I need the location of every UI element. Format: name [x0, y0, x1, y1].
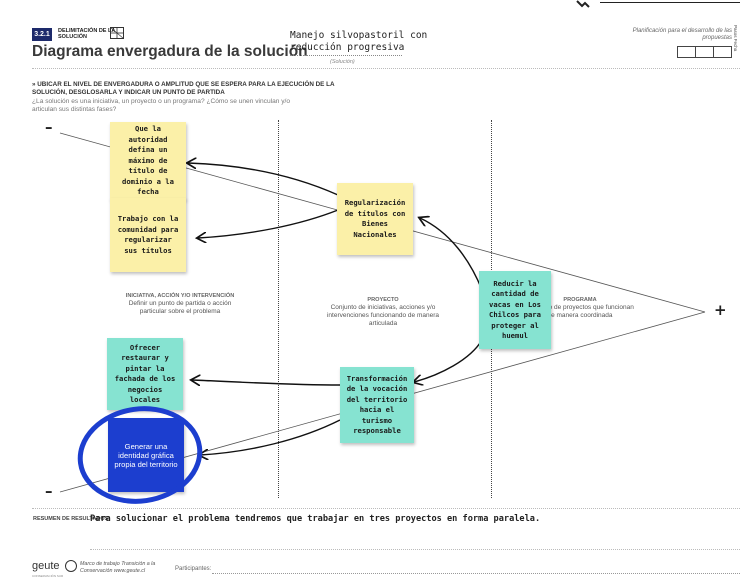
sticky-note-tourism[interactable]: Transformación de la vocación del territ… [340, 367, 414, 443]
summary-text: Para solucionar el problema tendremos qu… [90, 514, 541, 524]
column-initiative-title: INICIATIVA, ACCIÓN Y/O INTERVENCIÓN [125, 293, 235, 299]
plus-sign: + [714, 301, 727, 319]
circle-highlight [77, 406, 203, 504]
top-border-line [600, 2, 740, 3]
sticky-note-reduce-cattle[interactable]: Reducir la cantidad de vacas en Los Chil… [479, 271, 551, 349]
guiding-question: ¿La solución es una iniciativa, un proye… [32, 98, 291, 113]
page-title: Diagrama envergadura de la solución [32, 43, 308, 60]
arrow-icon [200, 419, 341, 455]
project-subtitle: (Solución) [330, 59, 355, 65]
sticky-note-restore-facades[interactable]: Ofrecer restaurar y pintar la fachada de… [107, 338, 183, 410]
column-program: PROGRAMA Conjunto de proyectos que funci… [525, 296, 635, 320]
sticky-note-authority[interactable]: Que la autoridad defina un máximo de tít… [110, 122, 186, 200]
summary-bottom-divider [90, 549, 740, 550]
sticky-note-land-titles[interactable]: Regularización de títulos con Bienes Nac… [337, 183, 413, 255]
footer-credit: Marco de trabajo Transición a la Conserv… [80, 561, 156, 574]
section-label: DELIMITACIÓN DE LA SOLUCIÓN [58, 28, 116, 40]
summary-label: RESUMEN DE RESULTADOS: [33, 516, 111, 522]
column-initiative: INICIATIVA, ACCIÓN Y/O INTERVENCIÓN Defi… [120, 292, 240, 316]
minus-sign-bottom: – [45, 482, 53, 500]
arrow-icon [192, 380, 341, 385]
instruction-text: » UBICAR EL NIVEL DE ENVERGADURA O AMPLI… [32, 81, 335, 96]
section-number-badge: 3.2.1 [32, 28, 52, 41]
column-project: PROYECTO Conjunto de iniciativas, accion… [318, 296, 448, 328]
sticky-note-community[interactable]: Trabajo con la comunidad para regulariza… [110, 198, 186, 272]
logo-subtitle: CONSERVACIÓN SUR [32, 574, 64, 578]
column-program-desc: Conjunto de proyectos que funcionan de m… [526, 304, 634, 319]
header-divider [32, 68, 740, 69]
arrow-icon [420, 218, 483, 291]
logo-text: geute [32, 560, 60, 572]
column-initiative-desc: Definir un punto de partida o acción par… [128, 300, 232, 315]
project-title: Manejo silvopastoril con reducción progr… [290, 30, 428, 53]
minus-sign-top: – [45, 118, 53, 136]
geute-logo-icon: geute [32, 560, 77, 573]
project-title-underline [290, 55, 402, 56]
arrow-icon [188, 163, 339, 196]
column-project-desc: Conjunto de iniciativas, acciones y/o in… [326, 304, 440, 327]
step-boxes [677, 46, 732, 58]
column-program-title: PROGRAMA [563, 297, 597, 303]
planning-label: Planificación para el desarrollo de las … [632, 28, 732, 41]
side-label: Pasos Fecha [733, 25, 738, 52]
summary-divider [32, 508, 740, 509]
decoration-mark-icon [576, 0, 590, 8]
sticky-note-graphic-identity[interactable]: Generar una identidad gráfica propia del… [108, 418, 184, 492]
participants-field[interactable] [212, 573, 740, 574]
arrow-icon [414, 339, 483, 382]
column-project-title: PROYECTO [367, 297, 399, 303]
grid-icon [110, 27, 124, 39]
column-divider-1 [278, 120, 279, 498]
arrow-icon [198, 209, 339, 238]
participants-label: Participantes: [175, 566, 212, 572]
